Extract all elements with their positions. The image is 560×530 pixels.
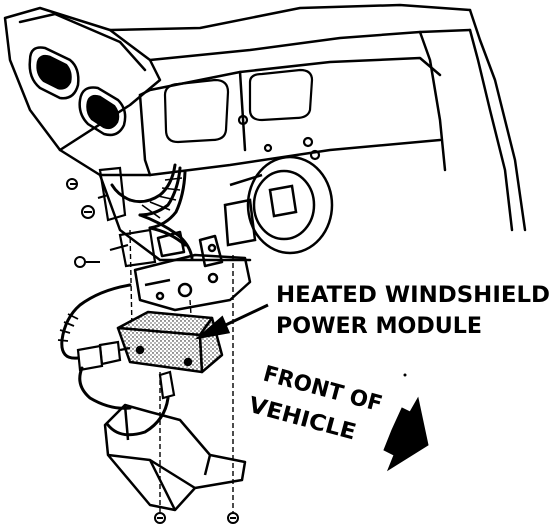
- screw-icon: [74, 256, 86, 268]
- fasteners-bottom: [154, 512, 239, 524]
- harness-ribbing: [141, 177, 183, 219]
- left-vents: [28, 46, 127, 137]
- lower-bracket: [103, 403, 247, 512]
- cavity-openings: [163, 68, 321, 161]
- pigtail-ribbing: [57, 313, 79, 342]
- module-pigtail-wire: [60, 283, 170, 437]
- callout-label-line2: POWER MODULE: [276, 314, 482, 339]
- module-connector: [76, 340, 176, 400]
- direction-label: FRONT OF VEHICLE: [246, 362, 385, 446]
- reference-dots: [403, 373, 407, 377]
- left-mounting-bracket: [97, 166, 157, 268]
- blower-housing: [223, 155, 334, 255]
- dashboard-structure: [3, 3, 527, 262]
- callout-leader-arrow: [194, 303, 269, 340]
- fasteners-left: [66, 178, 100, 268]
- alignment-guides: [129, 229, 234, 512]
- mounting-plate: [133, 230, 252, 312]
- front-direction-arrow-icon: [383, 396, 429, 472]
- callout-label-line1: HEATED WINDSHIELD: [276, 283, 550, 308]
- power-module: [116, 310, 224, 374]
